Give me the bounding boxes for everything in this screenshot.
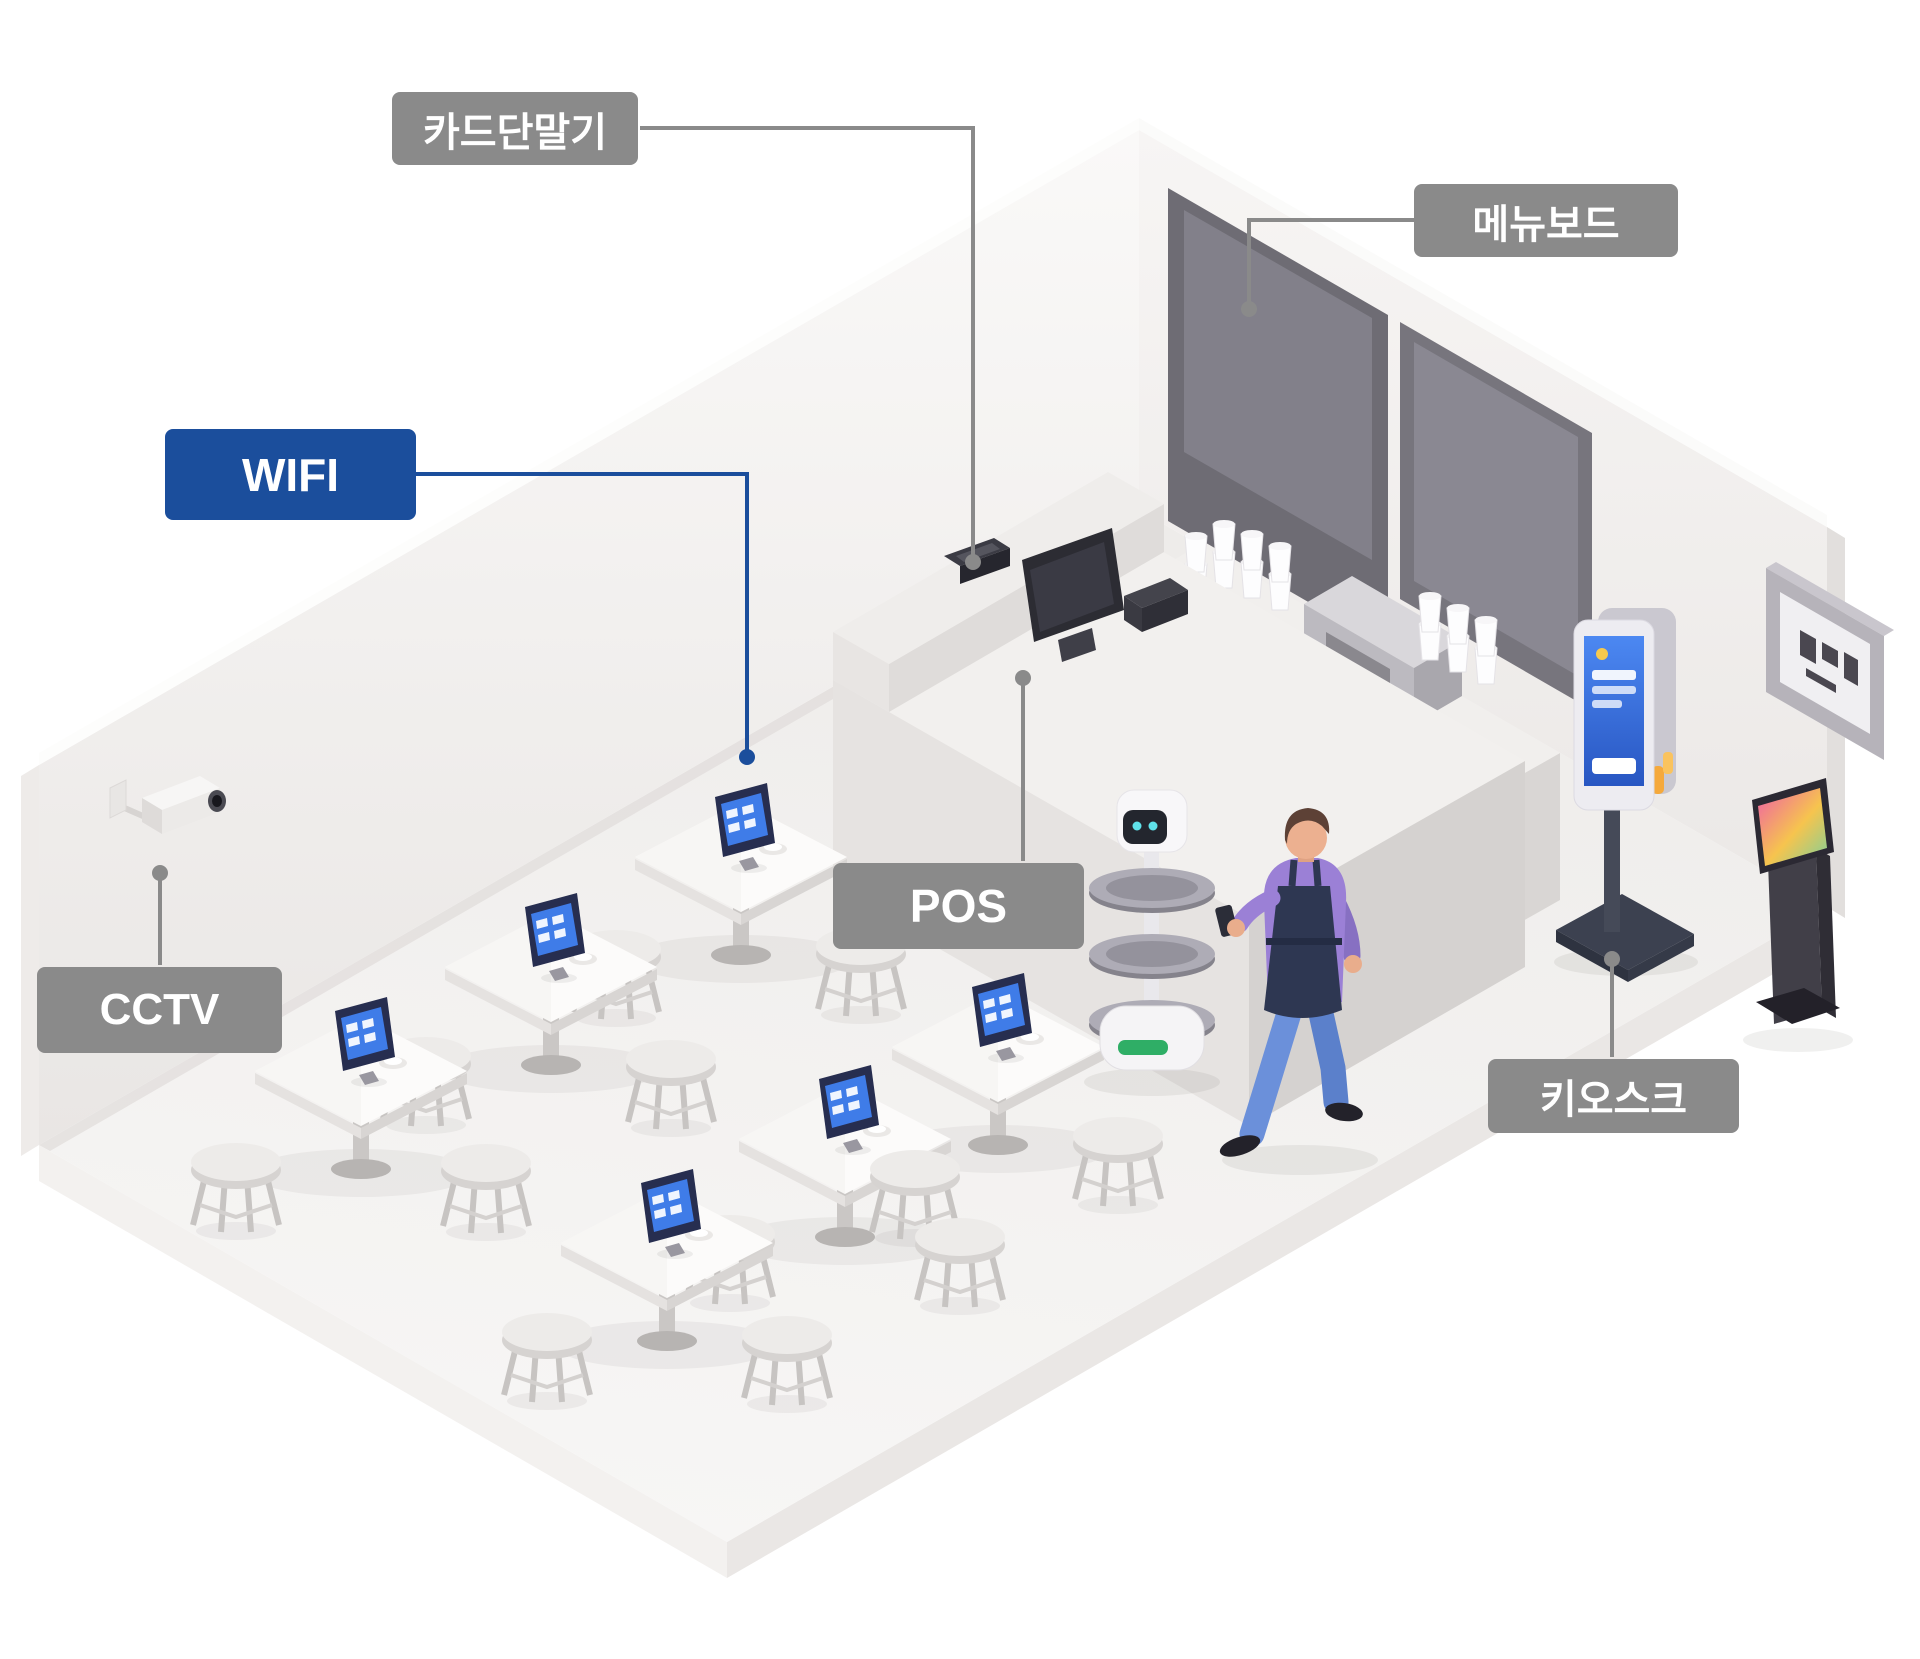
connector-dot-pos [1015, 670, 1031, 686]
label-cctv: CCTV [37, 967, 282, 1053]
robot-tray [1089, 934, 1215, 979]
connector-dot-wifi [739, 749, 755, 765]
left-wall [21, 118, 1139, 1156]
connector-lines [152, 126, 1620, 1057]
label-pos: POS [833, 863, 1084, 949]
order-kiosk [1554, 608, 1698, 982]
label-kiosk: 키오스크 [1488, 1059, 1739, 1133]
staff-person [1215, 808, 1378, 1175]
wall-sign-glyph [1800, 630, 1858, 693]
cup-stack [1418, 591, 1442, 661]
connector-card-terminal [640, 126, 975, 556]
label-menu-board: 메뉴보드 [1414, 184, 1678, 257]
apron [1264, 886, 1342, 1018]
cup-stack [1212, 519, 1236, 589]
connector-wifi [416, 472, 749, 750]
connector-dot-menu-board [1241, 301, 1257, 317]
label-card-terminal: 카드단말기 [392, 92, 638, 165]
connector-menu-board [1247, 218, 1414, 302]
connector-dot-card-terminal [965, 554, 981, 570]
pickup-device [1743, 778, 1853, 1052]
pickup-device-screen [1758, 788, 1827, 866]
cctv-camera [109, 776, 226, 834]
connector-dot-cctv [152, 865, 168, 881]
robot-tray [1089, 868, 1215, 913]
label-wifi: WIFI [165, 429, 416, 520]
connector-dot-kiosk [1604, 951, 1620, 967]
wall-sign-panel [1766, 562, 1894, 760]
cup-stack [1240, 529, 1264, 599]
serving-robot [1084, 789, 1220, 1096]
cup-stack [1268, 541, 1292, 611]
cup-stack [1446, 603, 1470, 673]
robot-face [1123, 810, 1167, 844]
cup-stack [1474, 615, 1498, 685]
pos-terminal [1022, 528, 1188, 662]
